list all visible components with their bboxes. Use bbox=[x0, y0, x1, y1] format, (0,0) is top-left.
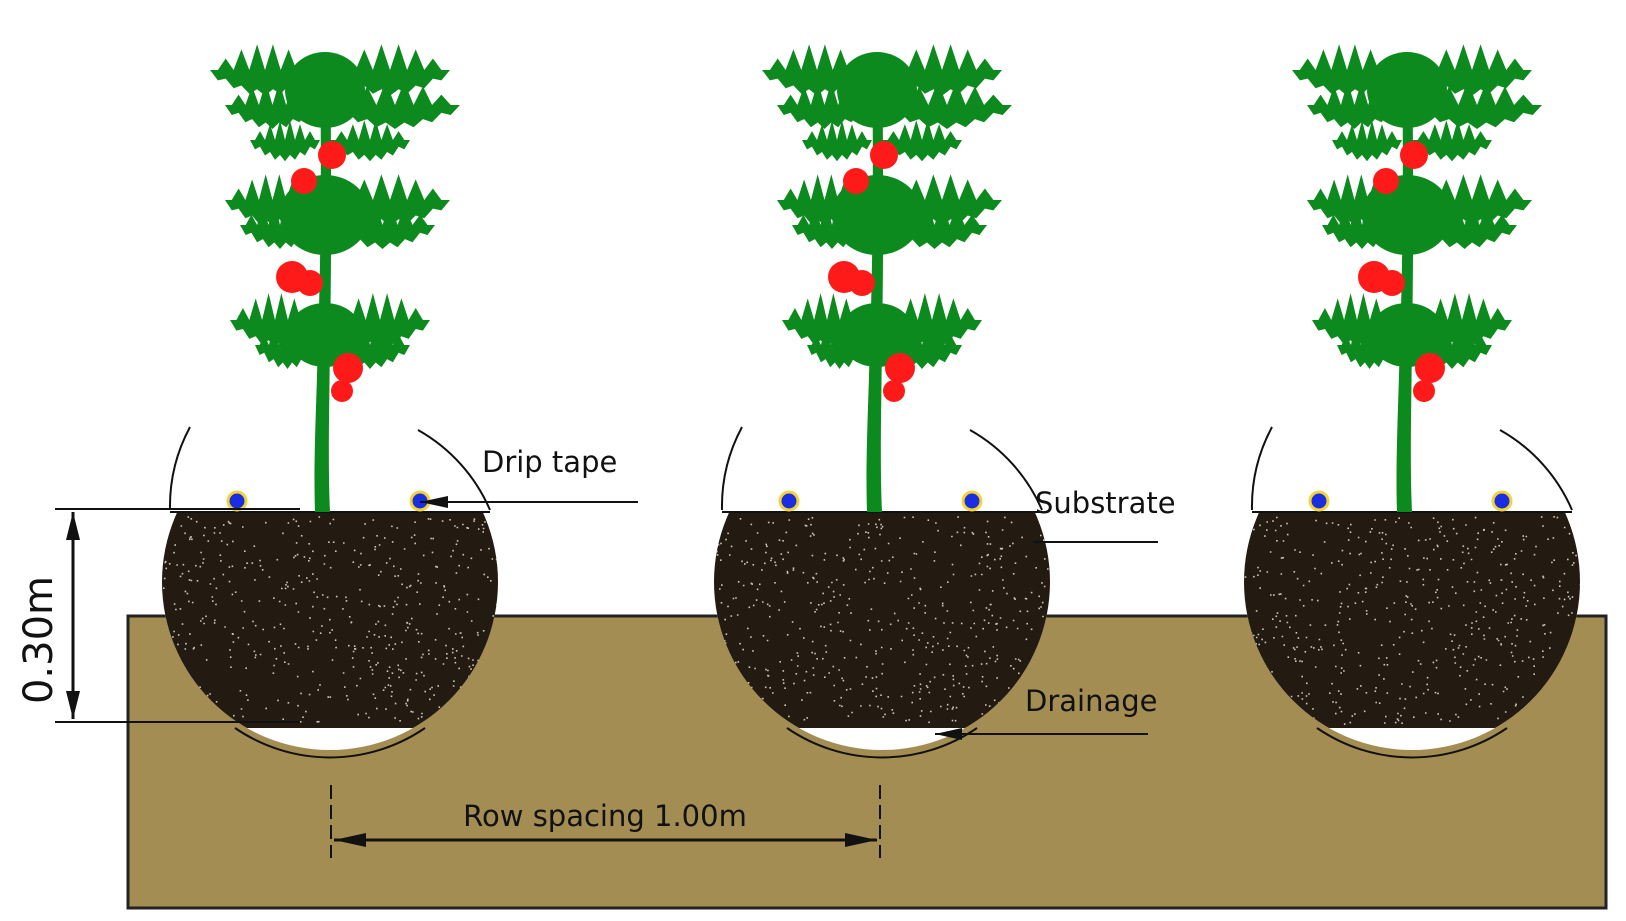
drip-emitter-icon bbox=[1491, 490, 1513, 512]
drip-tape-label: Drip tape bbox=[482, 445, 617, 479]
tomato-fruits bbox=[1358, 141, 1445, 402]
foliage bbox=[762, 44, 1012, 369]
substrate-speckles bbox=[714, 516, 1050, 725]
tomato-fruit bbox=[843, 168, 869, 194]
foliage bbox=[210, 44, 460, 369]
tomato-fruit bbox=[870, 141, 898, 169]
row-spacing-label: Row spacing 1.00m bbox=[463, 799, 747, 833]
tomato-fruits bbox=[828, 141, 915, 402]
row-spacing-dimension: Row spacing 1.00m bbox=[330, 785, 881, 858]
substrate-fill bbox=[714, 512, 1050, 728]
substrate-callout: Substrate bbox=[1033, 486, 1176, 543]
trench-2 bbox=[714, 414, 1050, 759]
stem bbox=[1396, 60, 1414, 512]
substrate-label: Substrate bbox=[1035, 486, 1176, 520]
drainage-label: Drainage bbox=[1025, 684, 1157, 718]
drainage-callout: Drainage bbox=[935, 684, 1157, 740]
tomato-fruit bbox=[291, 168, 317, 194]
tomato-plants bbox=[210, 44, 1542, 512]
depth-dimension: 0.30m bbox=[16, 508, 300, 723]
drip-emitter-icon bbox=[1308, 490, 1330, 512]
depth-label: 0.30m bbox=[16, 576, 62, 704]
drip-tape-callout: Drip tape bbox=[420, 445, 638, 508]
plant-left bbox=[210, 44, 460, 512]
tomato-fruit bbox=[849, 270, 875, 296]
tomato-fruit bbox=[333, 353, 363, 383]
tomato-fruit bbox=[1415, 353, 1445, 383]
tomato-fruit bbox=[1400, 141, 1428, 169]
tomato-fruits bbox=[276, 141, 363, 402]
drip-emitter-icon bbox=[226, 490, 248, 512]
trench-3 bbox=[1244, 414, 1580, 759]
stem bbox=[866, 60, 884, 512]
tomato-fruit bbox=[1413, 380, 1435, 402]
tomato-fruit bbox=[297, 270, 323, 296]
tomato-fruit bbox=[1379, 270, 1405, 296]
drip-emitter-icon bbox=[961, 490, 983, 512]
tomato-fruit bbox=[331, 380, 353, 402]
drip-emitter-icon bbox=[778, 490, 800, 512]
plant-right bbox=[1292, 44, 1542, 512]
tomato-fruit bbox=[1373, 168, 1399, 194]
stem bbox=[314, 60, 332, 512]
tomato-fruit bbox=[318, 141, 346, 169]
foliage bbox=[1292, 44, 1542, 369]
plant-middle bbox=[762, 44, 1012, 512]
tomato-fruit bbox=[885, 353, 915, 383]
tomato-fruit bbox=[883, 380, 905, 402]
